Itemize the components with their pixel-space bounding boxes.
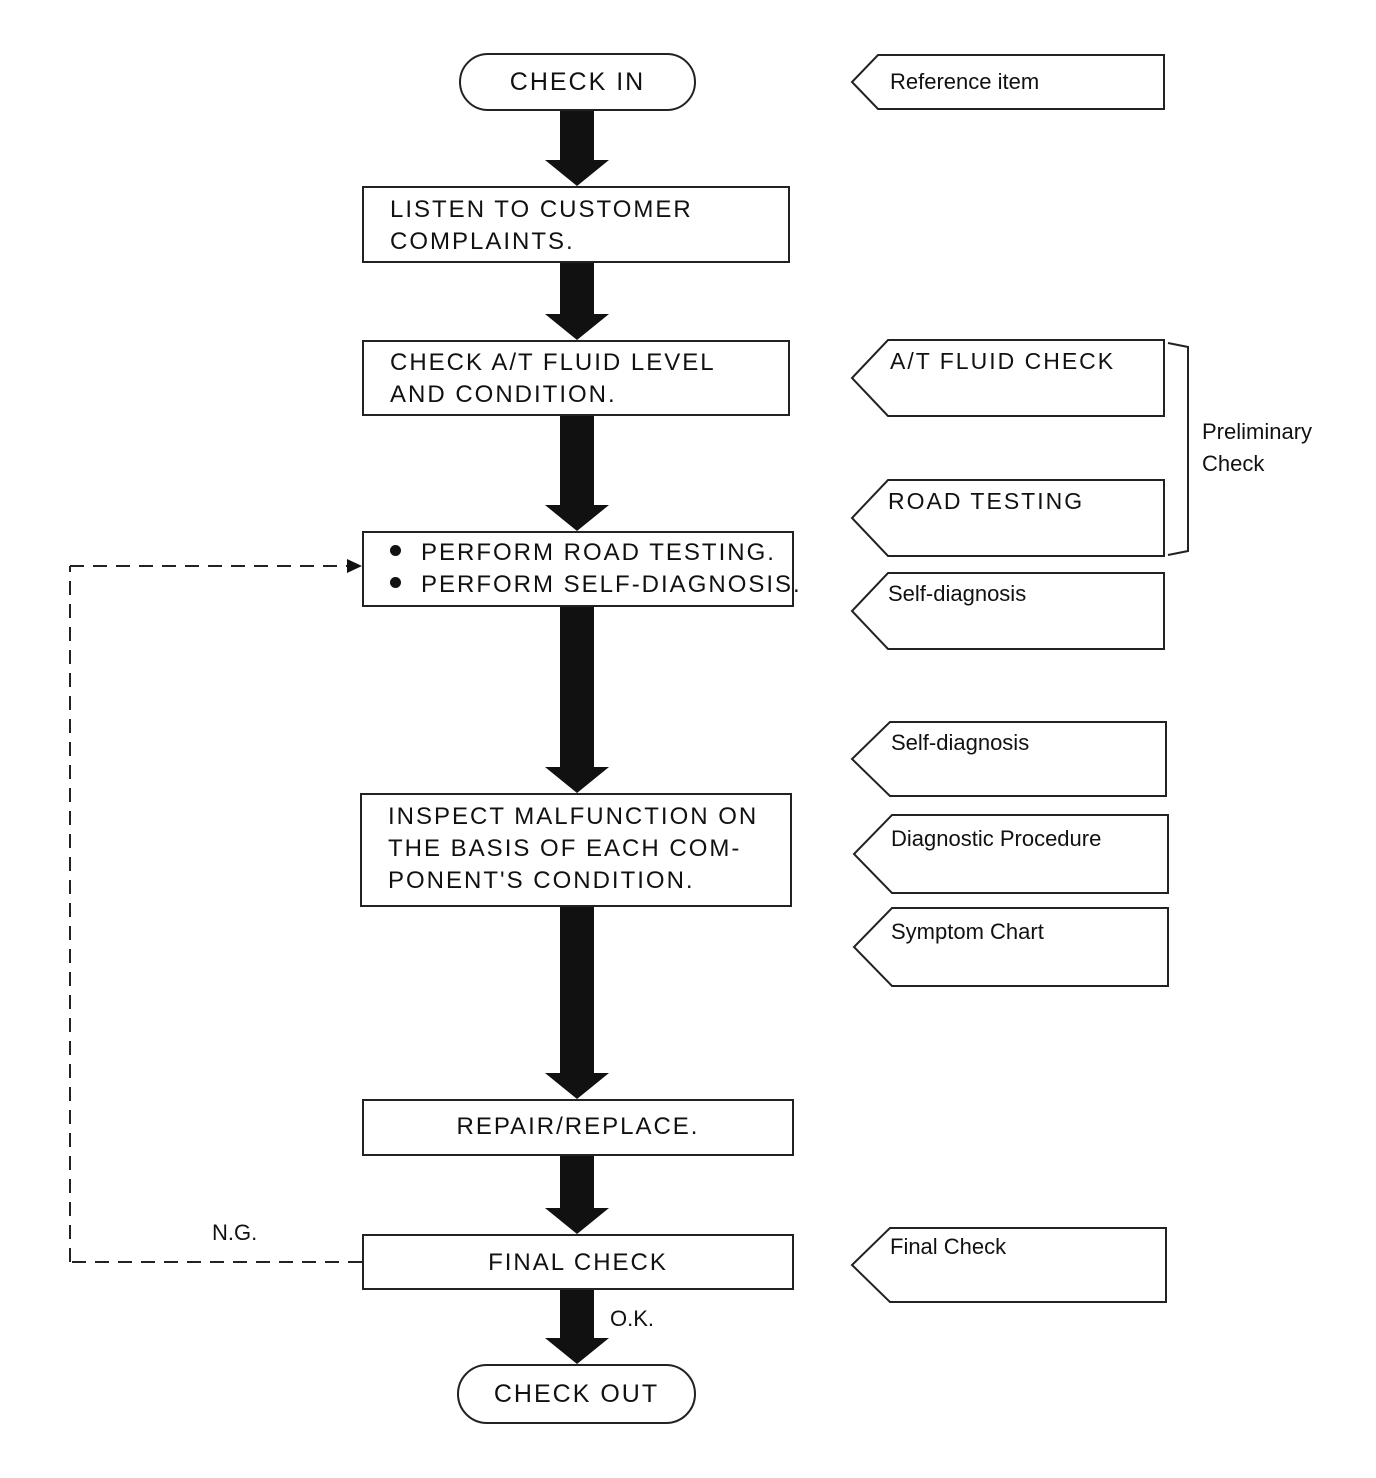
ng-label: N.G. (212, 1220, 258, 1245)
check-in-label: CHECK IN (509, 67, 646, 96)
final-check-label: FINAL CHECK (488, 1249, 668, 1276)
ref-tag-self-diagnosis-2 (850, 721, 1167, 797)
repair-box: REPAIR/REPLACE. (362, 1099, 794, 1156)
arrow-7 (545, 1290, 609, 1364)
arrow-1 (545, 110, 609, 186)
listen-box: LISTEN TO CUSTOMER COMPLAINTS. (362, 186, 790, 263)
inspect-box: INSPECT MALFUNCTION ON THE BASIS OF EACH… (360, 793, 792, 907)
perform-road-item: PERFORM ROAD TESTING. (390, 537, 802, 569)
ng-loop (69, 565, 362, 1263)
perform-box: PERFORM ROAD TESTING. PERFORM SELF-DIAGN… (362, 531, 800, 607)
preliminary-check-label: Preliminary Check (1202, 416, 1312, 480)
check-out-label: CHECK OUT (493, 1379, 660, 1408)
perform-road-label: PERFORM ROAD TESTING. (421, 539, 776, 566)
ref-tag-symptom-chart (852, 907, 1169, 987)
inspect-line-2: THE BASIS OF EACH COM- (388, 835, 742, 862)
inspect-line-1: INSPECT MALFUNCTION ON (388, 803, 759, 830)
arrow-4 (545, 607, 609, 793)
preliminary-line-2: Check (1202, 451, 1265, 476)
fluid-line-2: AND CONDITION. (390, 381, 617, 408)
fluid-check-box: CHECK A/T FLUID LEVEL AND CONDITION. (362, 340, 790, 416)
ref-tag-self-diagnosis-1 (850, 572, 1165, 650)
ref-self-diagnosis-2-label: Self-diagnosis (891, 730, 1030, 755)
ref-self-diagnosis-1-label: Self-diagnosis (888, 581, 1027, 606)
perform-self-label: PERFORM SELF-DIAGNOSIS. (421, 571, 802, 598)
perform-self-item: PERFORM SELF-DIAGNOSIS. (390, 569, 802, 601)
check-in-terminal: CHECK IN (459, 53, 696, 111)
bullet-icon (390, 545, 401, 557)
ref-symptom-chart-label: Symptom Chart (891, 919, 1044, 944)
preliminary-line-1: Preliminary (1202, 419, 1313, 444)
listen-line-1: LISTEN TO CUSTOMER (390, 196, 693, 223)
ref-at-fluid-check-label: A/T FLUID CHECK (890, 348, 1116, 374)
ref-tag-diagnostic-procedure (852, 814, 1169, 894)
preliminary-bracket (1167, 342, 1189, 556)
arrow-2 (545, 263, 609, 340)
ref-tag-at-fluid-check (850, 339, 1165, 417)
final-check-box: FINAL CHECK (362, 1234, 794, 1290)
arrow-3 (545, 416, 609, 531)
ref-tag-reference-item (850, 54, 1165, 110)
bullet-icon (390, 577, 401, 589)
listen-line-2: COMPLAINTS. (390, 228, 575, 255)
ref-tag-road-testing (850, 479, 1165, 557)
ref-final-check-label: Final Check (890, 1234, 1007, 1259)
arrow-6 (545, 1156, 609, 1234)
ref-diagnostic-procedure-label: Diagnostic Procedure (891, 826, 1102, 851)
inspect-line-3: PONENT'S CONDITION. (388, 867, 695, 894)
arrow-5 (545, 907, 609, 1099)
ref-road-testing-label: ROAD TESTING (888, 488, 1085, 514)
ng-loop-arrowhead (347, 559, 362, 573)
ref-reference-item-label: Reference item (890, 69, 1040, 94)
fluid-line-1: CHECK A/T FLUID LEVEL (390, 349, 716, 376)
repair-label: REPAIR/REPLACE. (456, 1113, 700, 1140)
check-out-terminal: CHECK OUT (457, 1364, 696, 1424)
ok-label: O.K. (610, 1306, 655, 1331)
ref-tag-final-check (850, 1227, 1167, 1303)
